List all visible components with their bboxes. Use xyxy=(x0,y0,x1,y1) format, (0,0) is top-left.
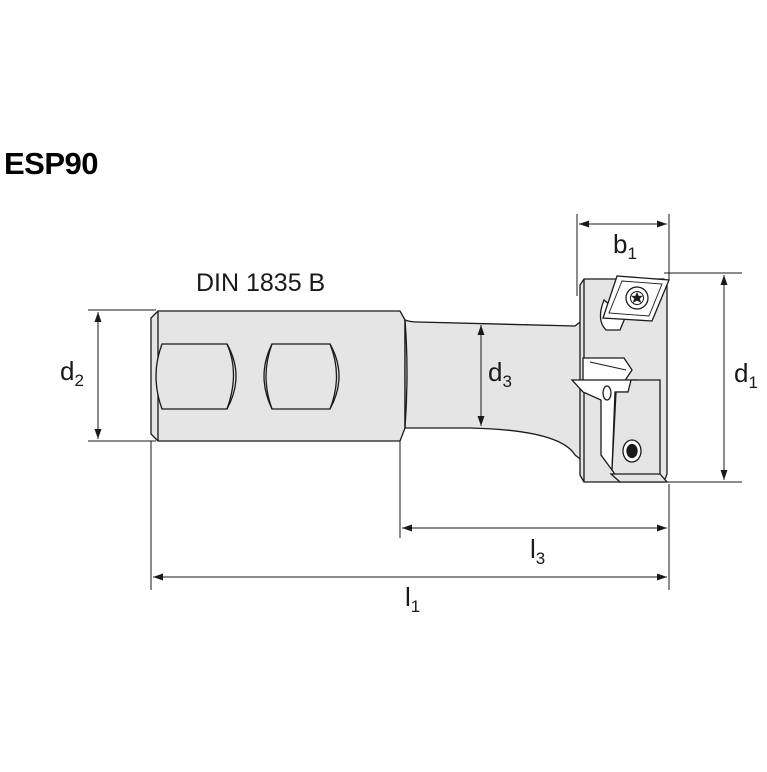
label-b1: b1 xyxy=(613,229,637,263)
label-d3: d3 xyxy=(488,357,512,391)
page-title: ESP90 xyxy=(4,146,99,181)
label-l3: l3 xyxy=(530,534,545,568)
label-d2: d2 xyxy=(60,356,84,390)
label-l1: l1 xyxy=(405,582,420,616)
shank-details xyxy=(155,311,408,441)
insert-lower-body xyxy=(611,379,661,483)
dimension-lines xyxy=(88,214,742,590)
label-d1: d1 xyxy=(734,358,758,392)
neck xyxy=(404,318,585,463)
cutter-details xyxy=(570,275,670,483)
shank-standard-label: DIN 1835 B xyxy=(196,269,325,297)
